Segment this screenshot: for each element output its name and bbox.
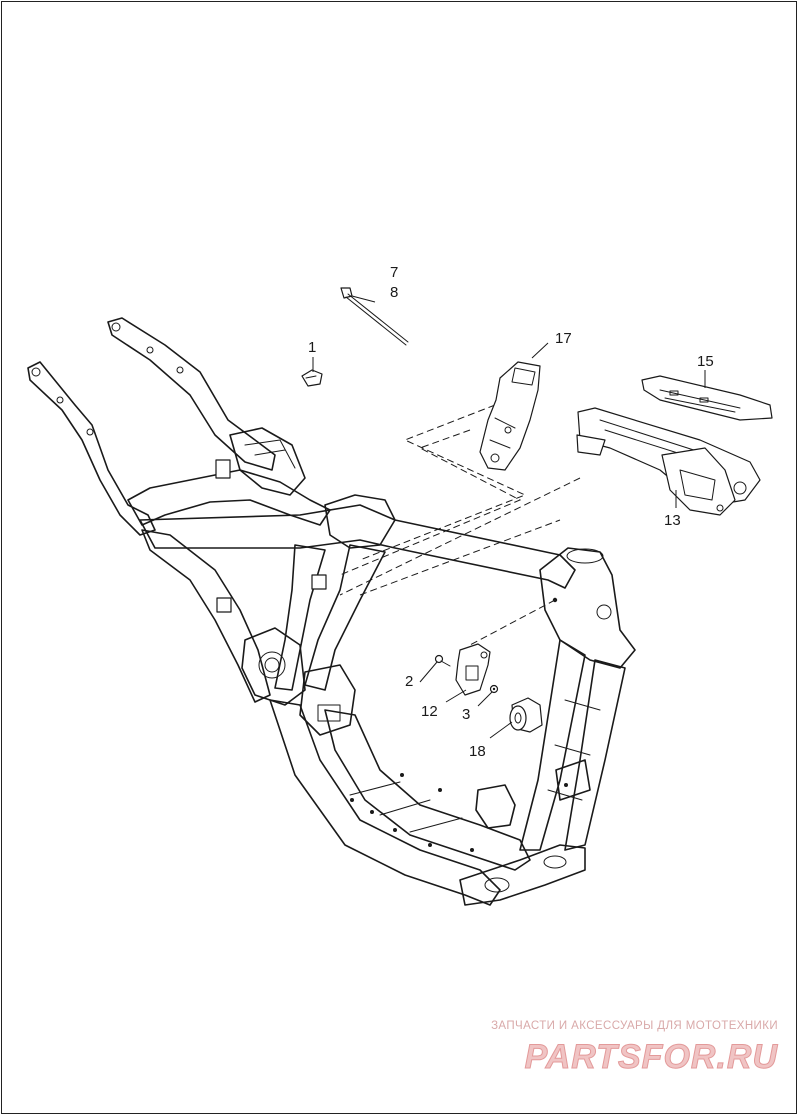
callout-13: 13 bbox=[664, 512, 681, 529]
callout-18: 18 bbox=[469, 743, 486, 760]
rail-bolt-hole bbox=[86, 428, 94, 436]
rear-crossmember bbox=[127, 469, 331, 526]
part-12-bracket bbox=[455, 643, 491, 696]
front-gusset bbox=[555, 759, 591, 801]
lower-crossbraces bbox=[349, 781, 463, 833]
callout-8: 8 bbox=[390, 284, 398, 301]
rail-bolt-hole bbox=[31, 367, 41, 377]
rail-bolt-hole bbox=[56, 396, 64, 404]
steering-head-top bbox=[566, 548, 604, 564]
engine-mount-front bbox=[475, 784, 516, 829]
front-downtube-left bbox=[519, 639, 586, 851]
watermark-tagline: ЗАПЧАСТИ И АКСЕССУАРЫ ДЛЯ МОТОТЕХНИКИ bbox=[491, 1020, 778, 1032]
part-18-bushing bbox=[509, 697, 543, 733]
callout-7: 7 bbox=[390, 264, 398, 281]
part-1-clip bbox=[301, 369, 323, 387]
part-15-cover bbox=[641, 375, 773, 421]
callout-15: 15 bbox=[697, 353, 714, 370]
assembly-guide-lines bbox=[339, 404, 581, 646]
pivot-casting-left bbox=[241, 627, 306, 706]
rear-rail-right bbox=[107, 317, 276, 471]
leader-lines bbox=[312, 295, 706, 739]
backbone-top-tube bbox=[139, 504, 576, 589]
pivot-casting-right bbox=[299, 664, 356, 736]
part-13-tray bbox=[576, 407, 761, 516]
lower-mount bbox=[484, 877, 510, 893]
lower-rail-right bbox=[324, 709, 531, 871]
part-3-nut bbox=[489, 684, 499, 694]
watermark-brand: PARTSFOR.RU bbox=[524, 1038, 778, 1077]
steering-head bbox=[539, 547, 636, 669]
rear-downtube-right bbox=[274, 544, 326, 691]
rail-bolt-hole bbox=[111, 322, 121, 332]
rail-bolt-hole bbox=[176, 366, 184, 374]
steering-lug bbox=[596, 604, 612, 620]
pivot-bracket bbox=[317, 704, 341, 722]
callout-12: 12 bbox=[421, 703, 438, 720]
front-downtube-right bbox=[564, 659, 626, 851]
shock-tower bbox=[229, 427, 306, 496]
center-downtube bbox=[304, 544, 386, 691]
backbone-junction bbox=[324, 494, 396, 549]
rear-downtube-left bbox=[141, 529, 271, 703]
callout-17: 17 bbox=[555, 330, 572, 347]
callout-1: 1 bbox=[308, 339, 316, 356]
frame-tab bbox=[216, 597, 232, 613]
motorcycle-frame bbox=[27, 317, 636, 906]
front-lower-crossmember bbox=[459, 844, 586, 906]
frame-tab bbox=[215, 459, 231, 479]
callout-3: 3 bbox=[462, 706, 470, 723]
lower-rail-left bbox=[269, 699, 501, 906]
pivot-bore bbox=[258, 651, 286, 679]
callout-2: 2 bbox=[405, 673, 413, 690]
callout-numbers: 1 2 3 7 8 12 13 15 17 18 bbox=[308, 264, 714, 760]
lower-mount bbox=[543, 855, 567, 869]
rear-rail-left bbox=[27, 361, 156, 536]
part-2-screw bbox=[434, 654, 451, 667]
watermark: ЗАПЧАСТИ И АКСЕССУАРЫ ДЛЯ МОТОТЕХНИКИ PA… bbox=[478, 1020, 778, 1077]
frame-tab bbox=[311, 574, 327, 590]
rail-bolt-hole bbox=[146, 346, 154, 354]
part-17-bracket bbox=[479, 361, 541, 471]
